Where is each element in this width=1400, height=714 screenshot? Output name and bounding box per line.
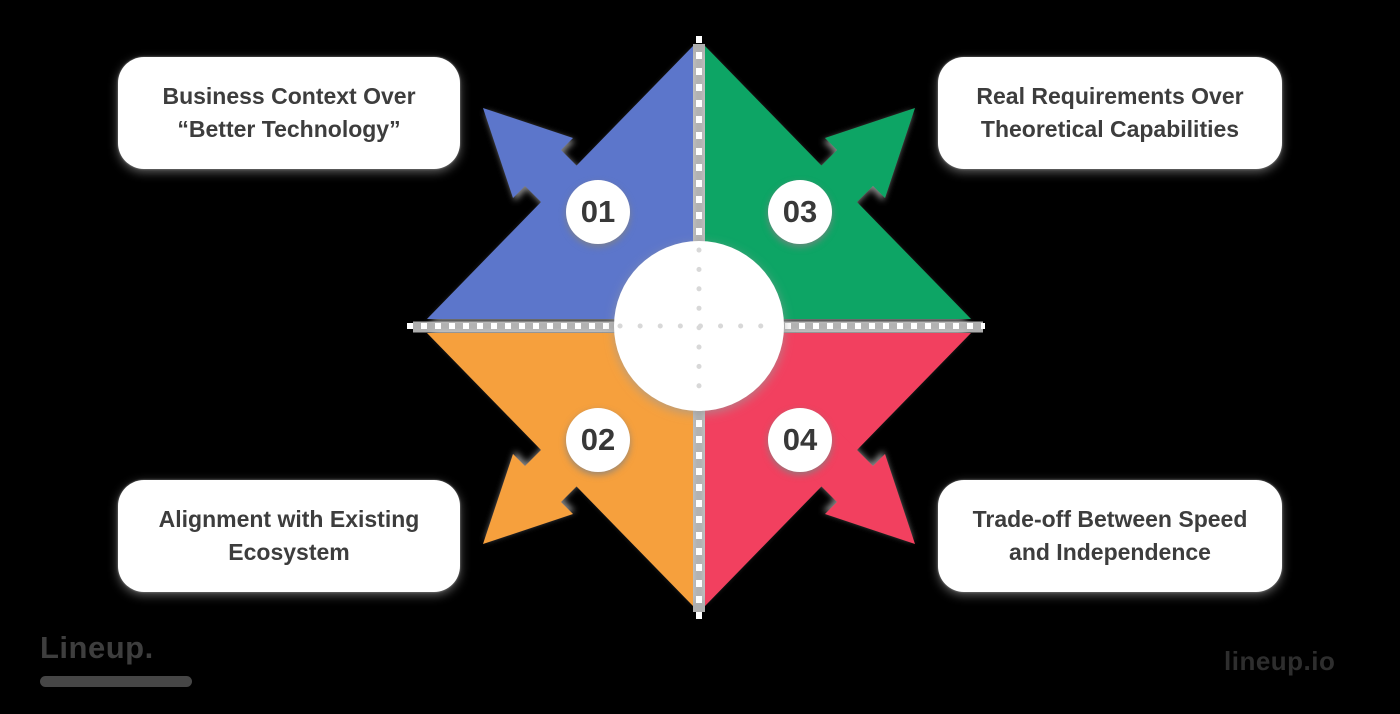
badge-number: 04 xyxy=(782,422,818,457)
label-text: Real Requirements Over Theoretical Capab… xyxy=(976,83,1244,142)
label-text: Business Context Over “Better Technology… xyxy=(162,83,416,142)
number-badge-03: 03 xyxy=(768,180,832,244)
label-text: Alignment with Existing Ecosystem xyxy=(158,506,420,565)
label-card-top-right: Real Requirements Over Theoretical Capab… xyxy=(938,57,1282,169)
watermark-text: lineup.io xyxy=(1224,646,1336,676)
number-badge-02: 02 xyxy=(566,408,630,472)
brand-logo-underline xyxy=(40,676,192,687)
label-card-bottom-left: Alignment with Existing Ecosystem xyxy=(118,480,460,592)
label-card-bottom-right: Trade-off Between Speed and Independence xyxy=(938,480,1282,592)
label-card-top-left: Business Context Over “Better Technology… xyxy=(118,57,460,169)
badge-number: 01 xyxy=(580,194,616,229)
number-badge-04: 04 xyxy=(768,408,832,472)
brand-logo: Lineup. xyxy=(40,630,154,665)
number-badge-01: 01 xyxy=(566,180,630,244)
label-text: Trade-off Between Speed and Independence xyxy=(972,506,1248,565)
badge-number: 02 xyxy=(580,422,616,457)
badge-number: 03 xyxy=(782,194,818,229)
